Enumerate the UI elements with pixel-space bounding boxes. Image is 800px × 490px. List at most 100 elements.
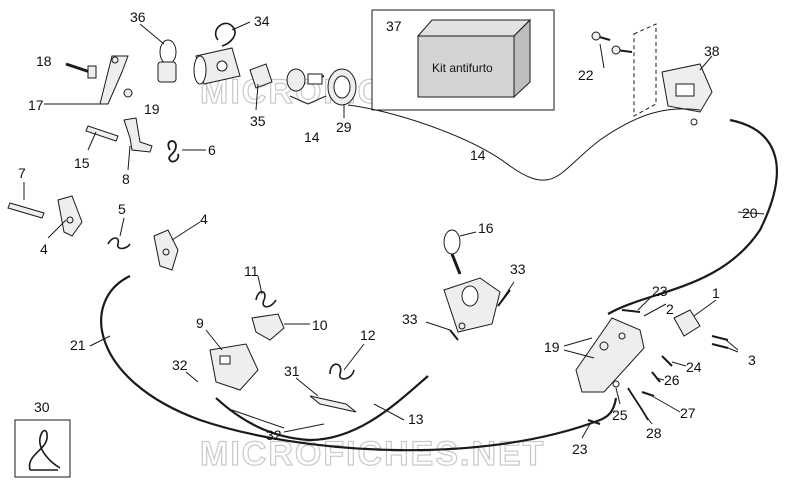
leader-4-left xyxy=(47,219,67,239)
spring-part-6 xyxy=(167,140,180,163)
leader-14-right xyxy=(347,104,701,181)
callout-35: 35 xyxy=(250,113,266,129)
callout-13: 13 xyxy=(408,411,424,427)
leader-36 xyxy=(139,23,165,45)
callout-16: 16 xyxy=(478,220,494,236)
sleeve-part-35 xyxy=(249,63,273,89)
leader-14 xyxy=(289,95,327,105)
callout-33-left: 33 xyxy=(402,311,418,327)
spring-part-12 xyxy=(329,363,355,380)
callout-7: 7 xyxy=(18,165,26,181)
tool-part-16 xyxy=(443,229,462,275)
mount-outline-dashed xyxy=(633,23,657,117)
screw-part-23-lower xyxy=(587,419,601,425)
leader-23-upper xyxy=(637,297,651,311)
lock-cylinder xyxy=(193,47,241,85)
lock-assembly-right xyxy=(575,317,645,393)
leader-11 xyxy=(257,275,263,295)
leader-38 xyxy=(699,55,713,71)
callout-15: 15 xyxy=(74,155,90,171)
cable-tie-icon xyxy=(28,429,61,471)
callout-4-right: 4 xyxy=(200,211,208,227)
leader-1 xyxy=(693,299,717,317)
callout-4-left: 4 xyxy=(40,241,48,257)
callout-30: 30 xyxy=(34,399,50,415)
callout-32-left: 32 xyxy=(172,357,188,373)
cable-part-21 xyxy=(100,275,618,452)
pin-part-15 xyxy=(85,125,119,142)
callout-24: 24 xyxy=(686,359,702,375)
washer-part-25 xyxy=(612,380,620,388)
nut-part-19 xyxy=(123,88,133,98)
lock-mechanism-center xyxy=(443,277,501,333)
leader-27 xyxy=(651,395,681,413)
callout-10: 10 xyxy=(312,317,328,333)
callout-14-top: 14 xyxy=(304,129,320,145)
leader-25 xyxy=(615,387,621,405)
callout-9: 9 xyxy=(196,315,204,331)
key-part-36 xyxy=(157,39,177,83)
leader-21 xyxy=(89,335,111,347)
leader-9 xyxy=(205,329,223,351)
screw-part-27 xyxy=(641,391,655,397)
callout-25: 25 xyxy=(612,407,628,423)
cable-tie-box xyxy=(14,419,71,478)
screw-parts-22 xyxy=(591,31,633,55)
callout-23-upper: 23 xyxy=(652,283,668,299)
leader-28 xyxy=(645,415,653,425)
leader-32-bottom xyxy=(231,409,325,433)
callout-17: 17 xyxy=(28,97,44,113)
screw-part-23-upper xyxy=(621,309,641,313)
leader-23-lower xyxy=(581,423,591,439)
callout-6: 6 xyxy=(208,142,216,158)
callout-5: 5 xyxy=(118,201,126,217)
leader-34 xyxy=(231,21,251,31)
bolt-part-18 xyxy=(65,62,97,79)
lock-parts-14 xyxy=(286,68,325,92)
lever-part-17 xyxy=(99,55,129,105)
leader-12 xyxy=(343,343,365,371)
callout-38: 38 xyxy=(704,43,720,59)
callout-21: 21 xyxy=(70,337,86,353)
leader-33-right xyxy=(501,281,515,301)
actuator-part-1 xyxy=(673,309,701,337)
kit-label: Kit antifurto xyxy=(432,61,493,75)
leader-15 xyxy=(87,131,97,151)
plate-part-4-left xyxy=(57,195,83,237)
screw-part-3-a xyxy=(711,335,729,341)
leader-26 xyxy=(655,377,665,381)
callout-numbers: 36 34 18 17 19 35 14 29 15 8 6 7 4 5 4 3… xyxy=(18,9,758,457)
callout-26: 26 xyxy=(664,372,680,388)
kit-number: 37 xyxy=(386,18,402,34)
screw-part-33-upper xyxy=(497,289,511,307)
spring-part-5 xyxy=(107,237,131,250)
ring-part-29 xyxy=(327,68,357,106)
spring-part-11 xyxy=(255,290,277,308)
cable-part-13 xyxy=(215,375,429,442)
leader-5 xyxy=(119,217,125,237)
plate-part-4-right-hole xyxy=(162,248,170,256)
leader-8 xyxy=(127,145,131,171)
plate-part-4-right xyxy=(153,229,179,271)
callout-28: 28 xyxy=(646,425,662,441)
leader-13 xyxy=(373,403,405,421)
screw-part-26 xyxy=(651,371,661,383)
leader-4-right xyxy=(171,221,201,241)
callout-20: 20 xyxy=(742,205,758,221)
leader-22 xyxy=(599,43,605,69)
callout-1: 1 xyxy=(712,285,720,301)
rod-part-7 xyxy=(7,202,45,219)
clip-part-34 xyxy=(214,22,236,47)
screw-part-24 xyxy=(661,355,673,367)
callout-33-right: 33 xyxy=(510,261,526,277)
leader-24 xyxy=(671,361,687,367)
cable-part-20 xyxy=(607,118,778,315)
leader-20 xyxy=(737,211,765,215)
bracket-part-8 xyxy=(123,117,153,153)
latch-part-38 xyxy=(661,63,713,126)
callout-29: 29 xyxy=(336,119,352,135)
leader-2 xyxy=(643,303,667,317)
hook-part-10 xyxy=(251,313,285,341)
leader-19-right xyxy=(563,337,595,359)
